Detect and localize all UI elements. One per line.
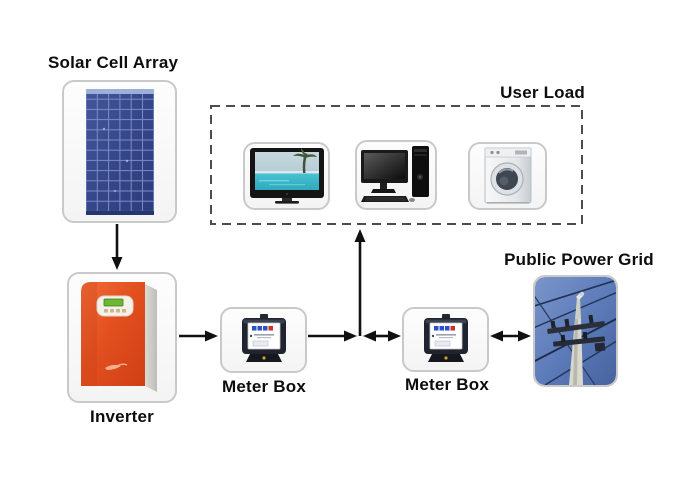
power-lines-icon	[535, 277, 616, 385]
inverter-label: Inverter	[90, 407, 154, 426]
arrow-solar-to-inverter	[111, 224, 123, 270]
arrow-inverter-to-meter1	[179, 330, 218, 342]
tv-icon	[249, 148, 324, 204]
user-load-label: User Load	[500, 83, 585, 102]
inverter-icon	[81, 282, 157, 392]
public-grid-label: Public Power Grid	[504, 250, 654, 269]
washing-machine-icon	[484, 147, 531, 204]
meter-box-2-node	[402, 307, 489, 372]
desktop-computer-icon	[361, 146, 429, 202]
user-load-appliance-computer	[355, 140, 437, 210]
arrow-meter2-grid-double	[490, 330, 531, 342]
solar-array-node	[62, 80, 177, 223]
electric-meter-icon	[423, 313, 468, 362]
arrow-junction-to-userload	[354, 229, 366, 336]
solar-array-label: Solar Cell Array	[48, 53, 179, 72]
inverter-node	[67, 272, 177, 403]
meter-box-2-label: Meter Box	[405, 375, 489, 394]
arrow-meter1-to-junction	[308, 330, 357, 342]
public-grid-node	[533, 275, 618, 387]
solar-panel-icon	[85, 88, 154, 215]
user-load-appliance-washer	[468, 142, 547, 210]
meter-box-1-node	[220, 307, 307, 373]
meter-box-1-label: Meter Box	[222, 377, 306, 396]
user-load-appliance-tv	[243, 142, 330, 210]
electric-meter-icon	[241, 314, 286, 362]
arrow-junction-meter2-double	[363, 330, 401, 342]
